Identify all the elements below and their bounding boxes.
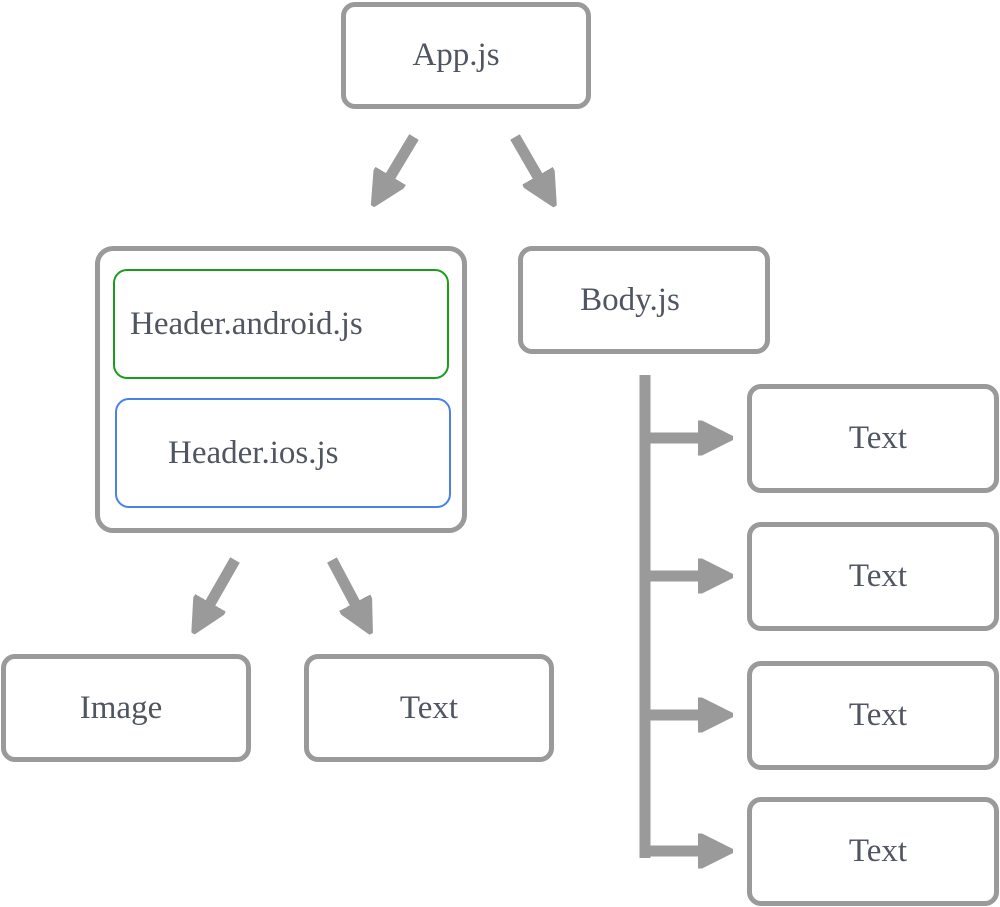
node-header-text-label: Text (399, 689, 459, 726)
node-header-text: Text (304, 654, 554, 762)
node-app: App.js (341, 2, 591, 109)
node-body-text-4: Text (747, 797, 999, 906)
node-body-text-4-label: Text (848, 833, 908, 869)
node-header-android: Header.android.js (113, 269, 449, 379)
node-header-ios: Header.ios.js (115, 398, 451, 508)
arrow-header-to-text (327, 557, 358, 609)
node-body-text-2: Text (747, 522, 999, 631)
arrow-app-to-body (510, 134, 541, 182)
node-body-label: Body.js (580, 281, 680, 318)
node-header-android-label: Header.android.js (130, 305, 363, 342)
node-image-label: Image (79, 689, 163, 726)
node-header-ios-label: Header.ios.js (168, 434, 339, 471)
node-body-text-3-label: Text (848, 697, 908, 733)
arrow-header-to-image (207, 557, 240, 609)
node-body-text-1-label: Text (848, 420, 908, 456)
node-body-text-3: Text (747, 661, 999, 770)
node-body: Body.js (518, 246, 770, 354)
arrow-app-to-header (387, 134, 419, 182)
node-body-text-1: Text (747, 384, 999, 493)
node-body-text-2-label: Text (848, 558, 908, 594)
node-app-label: App.js (412, 37, 500, 73)
node-image: Image (1, 654, 251, 762)
